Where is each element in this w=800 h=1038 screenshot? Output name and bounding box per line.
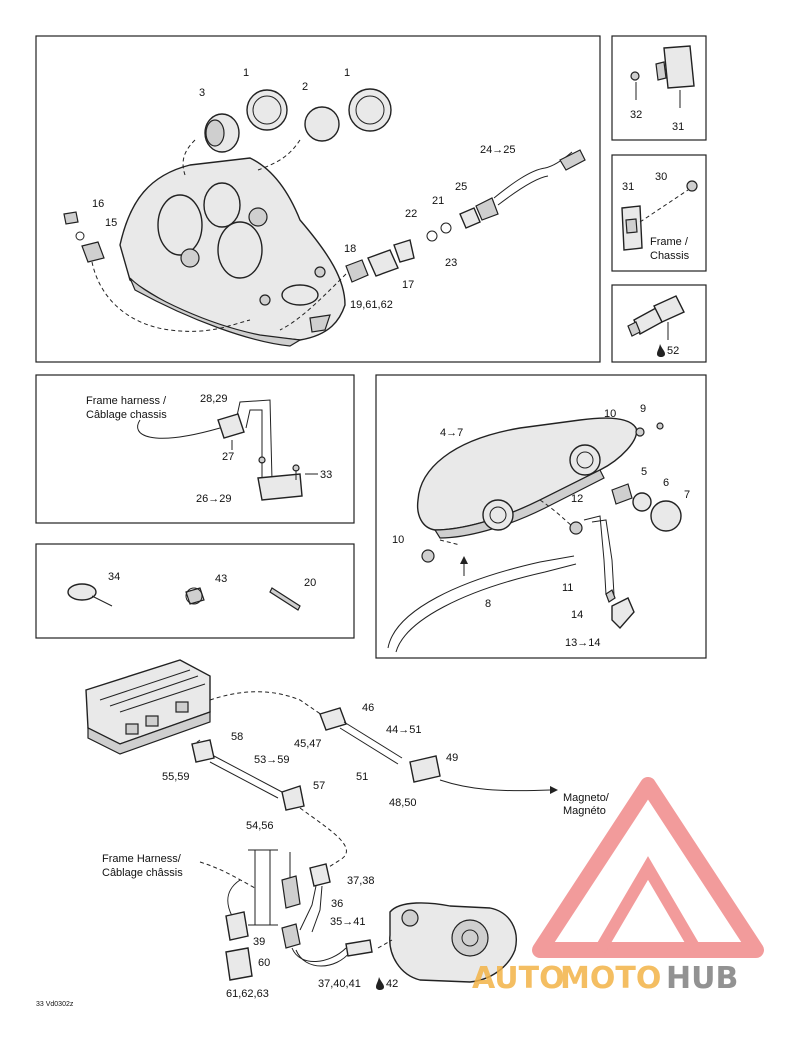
side-panel-a-frame xyxy=(611,35,707,141)
label-13-14: 13→14 xyxy=(565,637,600,649)
label-magneto-en: Magneto/ xyxy=(563,792,610,804)
label-30: 30 xyxy=(655,171,667,183)
label-5: 5 xyxy=(641,466,647,478)
label-17: 17 xyxy=(402,279,414,291)
small-parts-drawing: 34 43 20 xyxy=(67,571,316,611)
label-43: 43 xyxy=(215,573,227,585)
label-16: 16 xyxy=(92,198,104,210)
headlight-panel-frame xyxy=(375,374,707,659)
label-8: 8 xyxy=(485,598,491,610)
label-26-29: 26→29 xyxy=(196,493,231,505)
label-45-47: 45,47 xyxy=(294,738,322,750)
label-39: 39 xyxy=(253,936,265,948)
label-2: 2 xyxy=(302,81,308,93)
harness-panel-frame xyxy=(35,374,355,524)
watermark-moto: MOTO xyxy=(560,961,661,996)
wiring-drawing: 46 58 45,47 44→51 53→59 49 55,59 51 57 4… xyxy=(85,659,610,1000)
label-24-25: 24→25 xyxy=(480,144,515,156)
label-27: 27 xyxy=(222,451,234,463)
label-1b: 1 xyxy=(344,67,350,79)
label-15: 15 xyxy=(105,217,117,229)
label-55-59: 55,59 xyxy=(162,771,190,783)
label-48-50: 48,50 xyxy=(389,797,417,809)
label-33: 33 xyxy=(320,469,332,481)
figure-code: 33 Vd0302z xyxy=(36,1001,74,1008)
label-1a: 1 xyxy=(243,67,249,79)
label-frame-harness: Frame harness / xyxy=(86,395,167,407)
label-4-7: 4→7 xyxy=(440,427,463,439)
automotohub-watermark: AUTO MOTO HUB xyxy=(472,777,764,996)
label-18: 18 xyxy=(344,243,356,255)
label-magneto-fr: Magnéto xyxy=(563,805,606,817)
sealant-drop-icon xyxy=(657,344,665,357)
side-panel-a-drawing: 32 31 xyxy=(630,45,695,133)
label-52: 52 xyxy=(667,345,679,357)
watermark-hub: HUB xyxy=(666,961,738,996)
label-14: 14 xyxy=(571,609,583,621)
side-panel-c-drawing: 52 xyxy=(627,295,685,357)
sealant-drop-icon-2 xyxy=(376,977,384,990)
label-frame-harness-fr: Câblage châssis xyxy=(102,867,183,879)
label-46: 46 xyxy=(362,702,374,714)
label-chassis: Chassis xyxy=(650,250,690,262)
label-49: 49 xyxy=(446,752,458,764)
label-51: 51 xyxy=(356,771,368,783)
label-6: 6 xyxy=(663,477,669,489)
label-10a: 10 xyxy=(604,408,616,420)
label-28-29: 28,29 xyxy=(200,393,228,405)
label-12: 12 xyxy=(571,493,583,505)
label-37-40-41: 37,40,41 xyxy=(318,978,361,990)
side-panel-b-frame xyxy=(611,154,707,272)
label-37-38: 37,38 xyxy=(347,875,375,887)
label-44-51: 44→51 xyxy=(386,724,421,736)
label-21: 21 xyxy=(432,195,444,207)
label-54-56: 54,56 xyxy=(246,820,274,832)
label-32: 32 xyxy=(630,109,642,121)
label-11: 11 xyxy=(562,582,573,594)
label-42: 42 xyxy=(386,978,398,990)
small-parts-panel-frame xyxy=(35,543,355,639)
headlight-drawing: 9 4→7 10 5 6 7 12 10 11 8 14 13→14 xyxy=(387,403,690,653)
top-panel-labels: 1 2 1 3 16 15 24→25 25 21 22 23 18 17 19… xyxy=(92,67,515,311)
label-57: 57 xyxy=(313,780,325,792)
label-58: 58 xyxy=(231,731,243,743)
label-35-41: 35→41 xyxy=(330,916,365,928)
top-panel-frame xyxy=(35,35,601,363)
label-frame-harness-en: Frame Harness/ xyxy=(102,853,182,865)
label-60: 60 xyxy=(258,957,270,969)
instrument-cluster-drawing xyxy=(63,88,586,347)
label-22: 22 xyxy=(405,208,417,220)
label-23: 23 xyxy=(445,257,457,269)
label-cablage-chassis: Câblage chassis xyxy=(86,409,167,421)
label-9: 9 xyxy=(640,403,646,415)
watermark-auto: AUTO xyxy=(472,961,565,996)
label-34: 34 xyxy=(108,571,120,583)
side-panel-c-frame xyxy=(611,284,707,363)
label-61-62-63: 61,62,63 xyxy=(226,988,269,1000)
label-31b: 31 xyxy=(622,181,634,193)
harness-panel-drawing: Frame harness / Câblage chassis 28,29 27… xyxy=(86,393,332,505)
label-53-59: 53→59 xyxy=(254,754,289,766)
label-10b: 10 xyxy=(392,534,404,546)
side-panel-b-drawing: 31 30 Frame / Chassis xyxy=(621,171,698,262)
label-19-61-62: 19,61,62 xyxy=(350,299,393,311)
label-frame: Frame / xyxy=(650,236,689,248)
label-20: 20 xyxy=(304,577,316,589)
label-7: 7 xyxy=(684,489,690,501)
label-31a: 31 xyxy=(672,121,684,133)
label-36: 36 xyxy=(331,898,343,910)
label-3: 3 xyxy=(199,87,205,99)
label-25: 25 xyxy=(455,181,467,193)
